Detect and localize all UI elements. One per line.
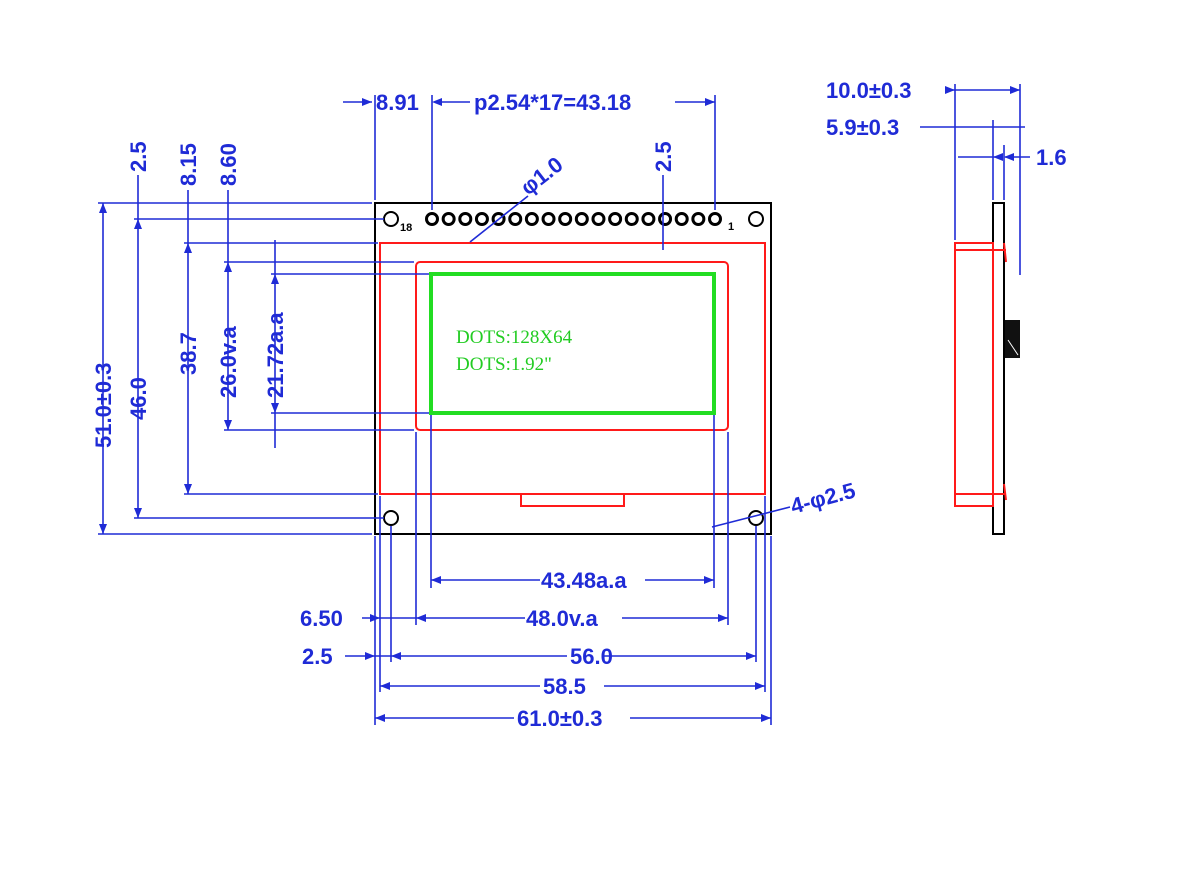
pin-hole xyxy=(574,212,589,226)
pin-hole xyxy=(474,212,489,226)
dim-active-area-width: 43.48a.a xyxy=(541,568,627,593)
pin-hole xyxy=(508,212,523,226)
dim-pin-hole: φ1.0 xyxy=(516,152,568,200)
pin-hole xyxy=(524,212,539,226)
front-view: DOTS:128X64 DOTS:1.92" 18 1 xyxy=(374,202,772,535)
pin-label-last: 1 xyxy=(728,221,734,233)
side-view xyxy=(954,202,1020,535)
mounting-hole-bottom-right xyxy=(748,510,764,526)
pin-label-first: 18 xyxy=(400,222,412,234)
mounting-hole-bottom-left xyxy=(383,510,399,526)
pin-hole xyxy=(441,212,456,226)
pin-hole xyxy=(558,212,573,226)
pin-hole xyxy=(458,212,473,226)
dim-hole-pitch-vertical: 46.0 xyxy=(126,377,151,420)
dim-left-8-60: 8.60 xyxy=(216,143,241,186)
pin-hole xyxy=(691,212,706,226)
dim-outline-height: 51.0±0.3 xyxy=(91,363,116,448)
dim-pin-pitch: p2.54*17=43.18 xyxy=(474,90,631,115)
screen-dots-size: DOTS:1.92" xyxy=(456,354,552,375)
mounting-hole-top-left xyxy=(383,211,399,227)
pin-hole xyxy=(591,212,606,226)
dim-total-thickness: 10.0±0.3 xyxy=(826,78,911,103)
dim-left-2-5: 2.5 xyxy=(126,141,151,172)
dim-bezel-width: 58.5 xyxy=(543,674,586,699)
view-area-outline xyxy=(415,261,729,431)
pcb-outline xyxy=(374,202,772,535)
mounting-hole-top-right xyxy=(748,211,764,227)
pin-header xyxy=(425,212,722,226)
dim-mounting-holes: 4-φ2.5 xyxy=(788,478,858,519)
dim-view-area-width: 48.0v.a xyxy=(526,606,599,631)
dim-bezel-height: 38.7 xyxy=(176,332,201,375)
pin-hole xyxy=(624,212,639,226)
pin-hole xyxy=(541,212,556,226)
pin-hole xyxy=(674,212,689,226)
dim-pcb-thickness: 1.6 xyxy=(1036,145,1067,170)
screen-dots-resolution: DOTS:128X64 xyxy=(456,327,573,348)
pin-hole xyxy=(425,212,439,226)
side-pcb xyxy=(992,202,1005,535)
dim-hole-offset: 2.5 xyxy=(302,644,333,669)
bezel-outline xyxy=(379,242,766,495)
dimension-lines xyxy=(98,84,1030,725)
flex-tab xyxy=(520,493,625,507)
dim-left-8-15: 8.15 xyxy=(176,143,201,186)
active-area-outline xyxy=(429,272,716,415)
dimension-arrows xyxy=(99,86,1020,722)
dim-pin-offset: 8.91 xyxy=(376,90,419,115)
dim-left-offset: 6.50 xyxy=(300,606,343,631)
pin-hole xyxy=(658,212,673,226)
pin-hole xyxy=(608,212,623,226)
dim-module-thickness: 5.9±0.3 xyxy=(826,115,899,140)
pin-hole xyxy=(641,212,656,226)
dim-hole-pitch-horizontal: 56.0 xyxy=(570,644,613,669)
dimension-labels: 8.91 p2.54*17=43.18 φ1.0 2.5 2.5 8.15 8.… xyxy=(91,78,1067,731)
side-connector xyxy=(1005,320,1020,358)
dim-active-area-height: 21.72a.a xyxy=(263,312,288,398)
side-bezel xyxy=(954,242,994,507)
dim-pin-edge: 2.5 xyxy=(651,141,676,172)
dim-outline-width: 61.0±0.3 xyxy=(517,706,602,731)
dim-view-area-height: 26.0v.a xyxy=(216,325,241,398)
pin-hole xyxy=(708,212,722,226)
